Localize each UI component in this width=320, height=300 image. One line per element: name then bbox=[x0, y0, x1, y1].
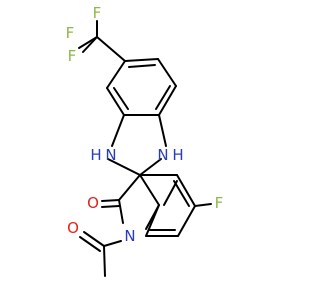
ring-double-bond-inner bbox=[155, 85, 171, 110]
atom-f-cf3-top: F bbox=[93, 4, 102, 22]
bond-ring-to-f bbox=[194, 203, 212, 207]
ring-double-bond-inner bbox=[113, 87, 129, 110]
imidazoline-ring bbox=[107, 114, 167, 176]
cf3-group-bonds bbox=[78, 20, 126, 62]
bond-cf3-to-ring bbox=[96, 36, 126, 62]
ring-bond bbox=[107, 158, 141, 176]
molecule-canvas: F F F H N N H O F N O bbox=[65, 4, 224, 277]
atom-o-ketone: O bbox=[87, 194, 99, 212]
ring-bond bbox=[176, 174, 196, 207]
ring-bond bbox=[145, 204, 160, 237]
atom-h-nh-right: H bbox=[172, 146, 183, 164]
ring-bond bbox=[158, 85, 177, 116]
ring-bond bbox=[111, 114, 125, 147]
bond-acetyl-methyl bbox=[103, 245, 106, 277]
atom-f-cf3-left: F bbox=[66, 24, 75, 42]
ring-double-bond-inner bbox=[173, 180, 190, 207]
ring-bond bbox=[106, 87, 125, 116]
ring-double-bond-inner bbox=[163, 180, 178, 206]
bond-n-to-acetyl bbox=[103, 240, 122, 247]
atom-o-acetyl: O bbox=[67, 219, 79, 237]
ring-bond bbox=[157, 58, 177, 87]
atom-f-cf3-bottom: F bbox=[68, 47, 77, 65]
atom-n-indole: N bbox=[124, 227, 135, 245]
atom-n-right: N bbox=[157, 146, 168, 164]
ring-bond bbox=[177, 205, 196, 237]
ring-double-bond-inner bbox=[128, 64, 156, 68]
atom-f-aryl: F bbox=[215, 194, 224, 212]
acetyl-double-bond bbox=[83, 231, 105, 247]
ring-bond bbox=[106, 60, 126, 89]
ketone-double-bond bbox=[101, 199, 120, 202]
atom-h-nh-left: H bbox=[90, 146, 101, 164]
atom-n-left: N bbox=[105, 146, 116, 164]
benzimidazole-benzene-ring bbox=[106, 58, 177, 116]
acetyl-double-bond bbox=[79, 236, 101, 252]
molecule-structure: F F F H N N H O F N O bbox=[66, 4, 224, 277]
ring-bond bbox=[139, 158, 162, 176]
ring-bond bbox=[139, 174, 160, 206]
ketone-double-bond bbox=[101, 205, 120, 208]
oxindole-benzene-ring bbox=[139, 174, 212, 237]
acetyl-group-bonds bbox=[79, 231, 122, 277]
ring-bond bbox=[118, 174, 141, 201]
bond-cf3-carbon-to-f-bottom bbox=[82, 36, 98, 53]
ring-bond bbox=[118, 199, 124, 224]
ring-bond bbox=[158, 114, 167, 147]
ring-bond bbox=[124, 58, 159, 62]
oxindole-five-ring bbox=[101, 174, 160, 230]
